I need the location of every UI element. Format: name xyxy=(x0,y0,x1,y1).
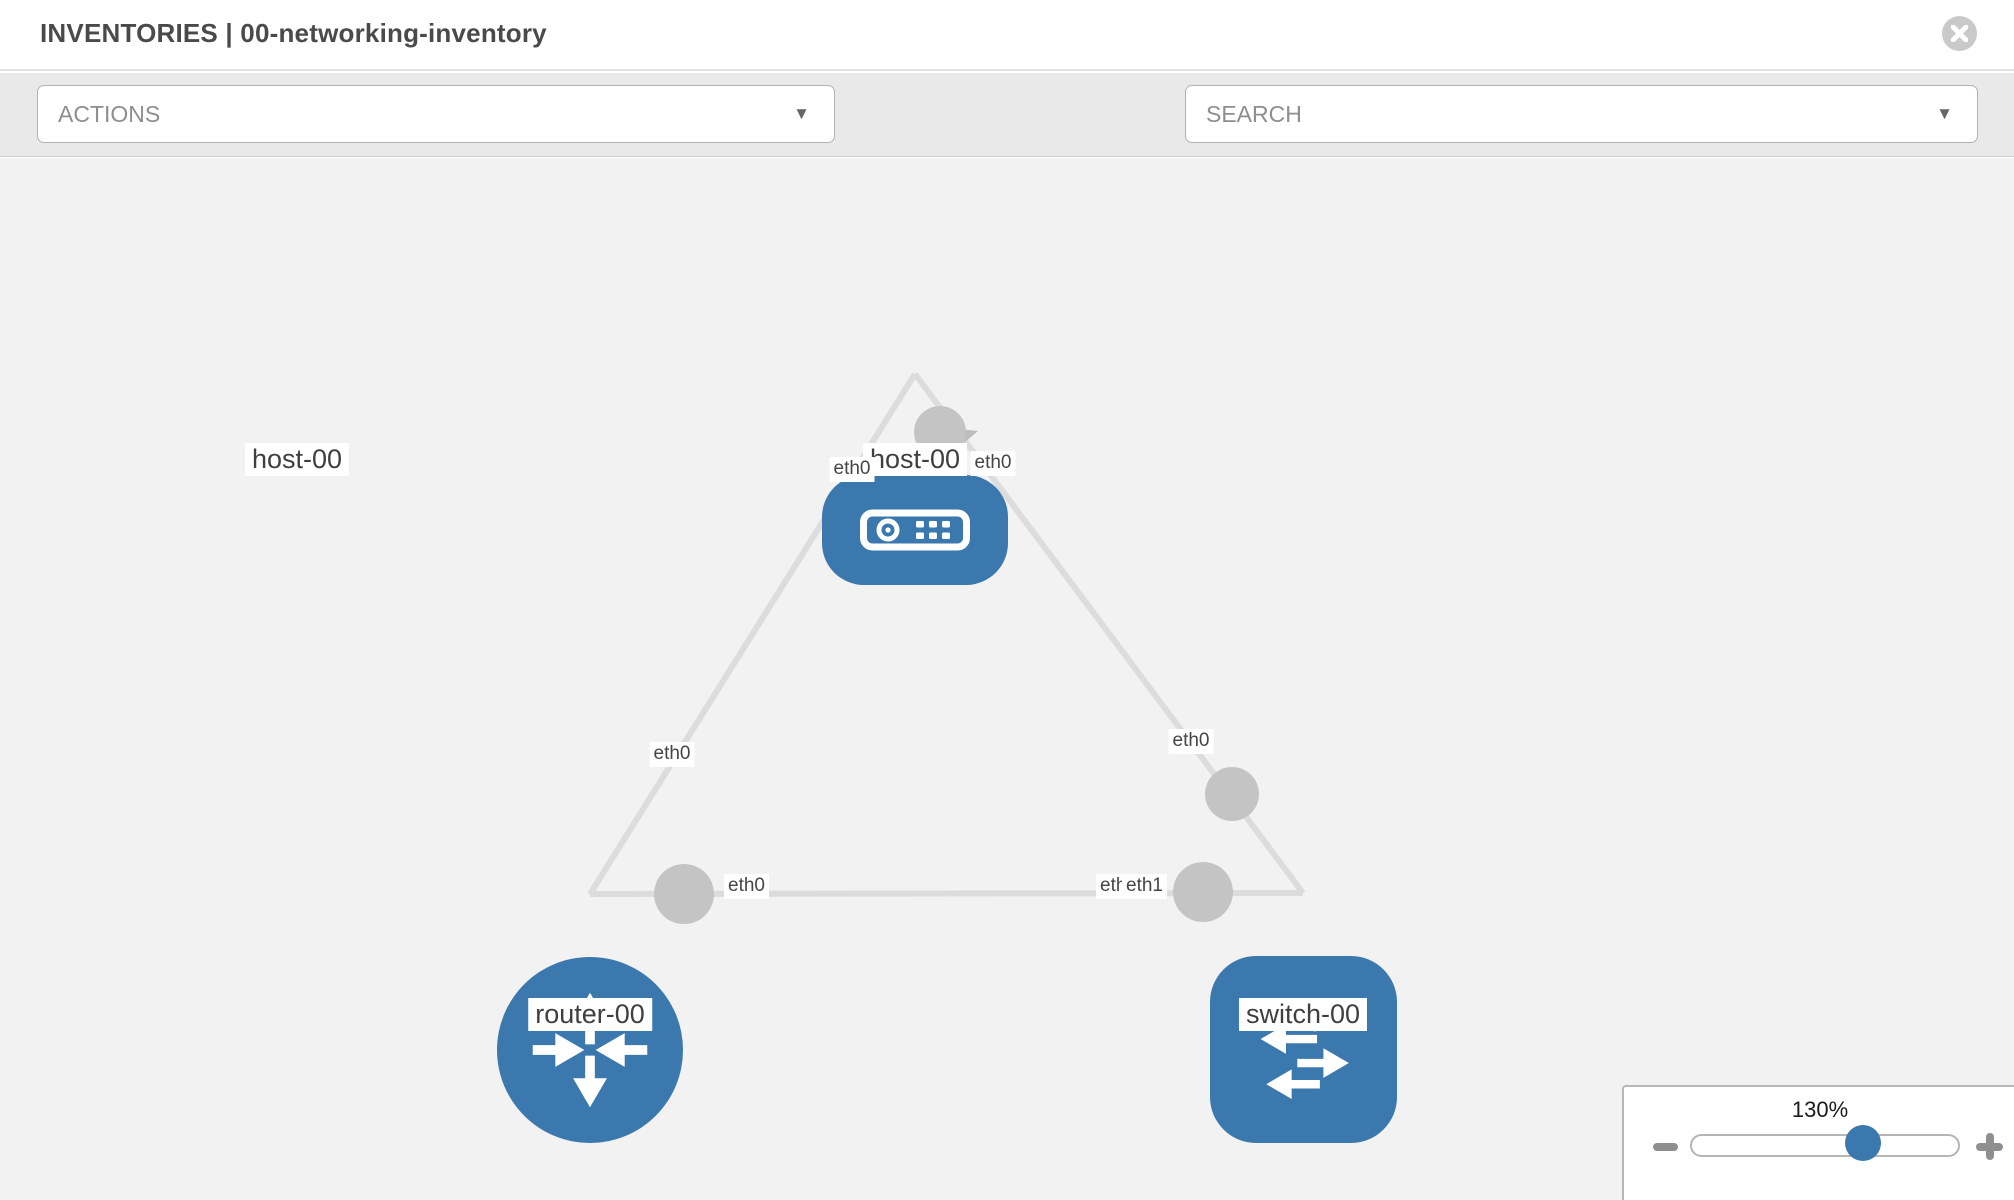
zoom-out-button[interactable] xyxy=(1653,1143,1678,1151)
actions-dropdown-label: ACTIONS xyxy=(58,100,161,127)
iface-label-router-to-host: eth0 xyxy=(649,742,695,767)
zoom-panel: 130% xyxy=(1622,1085,2014,1200)
node-router-00[interactable] xyxy=(497,957,683,1143)
actions-dropdown[interactable]: ACTIONS ▼ xyxy=(37,85,835,143)
iface-label-host-to-router: eth0 xyxy=(829,457,875,482)
node-label-host: host-00 xyxy=(244,443,350,477)
port-switch-eth1[interactable] xyxy=(1173,862,1233,922)
node-label-router-00: router-00 xyxy=(528,998,652,1032)
zoom-in-button[interactable] xyxy=(1976,1133,2003,1160)
zoom-slider-handle[interactable] xyxy=(1845,1125,1881,1161)
links-layer xyxy=(587,372,1306,924)
node-host-00[interactable] xyxy=(822,475,1008,585)
zoom-slider-track[interactable] xyxy=(1690,1134,1960,1157)
close-button[interactable] xyxy=(1942,16,1977,51)
page-title: INVENTORIES | 00-networking-inventory xyxy=(40,18,547,48)
node-label-host-00: host-00 xyxy=(862,443,968,477)
search-dropdown-label: SEARCH xyxy=(1206,100,1302,127)
iface-label-host-to-switch: eth0 xyxy=(970,451,1016,476)
topology-canvas[interactable]: host-00 host-00 router-00 switch-00 eth0… xyxy=(0,158,2014,1200)
toolbar: ACTIONS ▼ SEARCH ▼ xyxy=(0,73,2014,205)
host-icon xyxy=(860,509,970,551)
iface-label-router-to-switch: eth0 xyxy=(724,874,769,899)
zoom-percent-label: 130% xyxy=(1791,1097,1849,1122)
close-icon xyxy=(1951,25,1968,42)
iface-label-switch-to-host: eth0 xyxy=(1168,729,1214,754)
node-switch-00[interactable] xyxy=(1210,956,1397,1143)
iface-label-switch-to-router: eth1 xyxy=(1122,874,1167,899)
chevron-down-icon: ▼ xyxy=(793,104,810,123)
search-dropdown[interactable]: SEARCH ▼ xyxy=(1185,85,1978,143)
port-switch-eth0[interactable] xyxy=(1205,767,1259,821)
page-header: INVENTORIES | 00-networking-inventory xyxy=(0,0,2014,71)
node-label-switch-00: switch-00 xyxy=(1238,998,1368,1032)
chevron-down-icon: ▼ xyxy=(1936,104,1953,123)
port-router-eth0[interactable] xyxy=(654,864,714,924)
